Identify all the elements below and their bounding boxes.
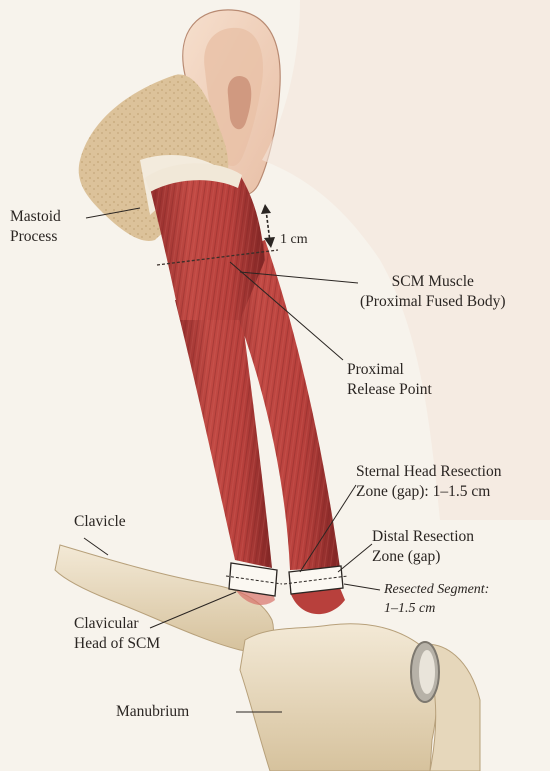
one-cm-arrow — [261, 204, 275, 248]
label-clavicular-head: Clavicular Head of SCM — [74, 614, 160, 654]
label-distal-resection: Distal Resection Zone (gap) — [372, 527, 474, 567]
label-scm-line1: SCM Muscle — [391, 273, 474, 290]
label-proximal-release: Proximal Release Point — [347, 360, 432, 400]
label-resected-line2: 1–1.5 cm — [384, 601, 436, 616]
label-sternal-line2: Zone (gap): 1–1.5 cm — [356, 483, 491, 500]
label-sternal-resection: Sternal Head Resection Zone (gap): 1–1.5… — [356, 462, 501, 502]
manubrium-bone — [239, 623, 481, 771]
label-manubrium: Manubrium — [116, 703, 190, 720]
label-clavicular-line1: Clavicular — [74, 615, 139, 632]
label-distal-line2: Zone (gap) — [372, 548, 441, 565]
label-clavicle: Clavicle — [74, 513, 126, 530]
leader-mastoid — [85, 207, 141, 219]
label-resected-line1: Resected Segment: — [384, 582, 490, 597]
leader-distal — [337, 543, 373, 573]
label-proximal-line1: Proximal — [347, 361, 404, 378]
label-clavicular-line2: Head of SCM — [74, 635, 161, 652]
label-proximal-line2: Release Point — [347, 381, 432, 398]
leader-resected — [343, 583, 381, 591]
label-one-cm: 1 cm — [280, 232, 308, 247]
label-resected-segment: Resected Segment: 1–1.5 cm — [384, 580, 489, 618]
leader-proximal — [229, 261, 344, 361]
label-distal-line1: Distal Resection — [372, 528, 475, 545]
scm-muscle — [145, 163, 345, 615]
label-mastoid: Mastoid Process — [10, 207, 61, 247]
label-mastoid-line1: Mastoid — [10, 208, 61, 225]
proximal-release-line — [156, 249, 279, 266]
label-mastoid-line2: Process — [10, 228, 58, 245]
label-sternal-line1: Sternal Head Resection — [356, 463, 502, 480]
leader-scm — [239, 271, 359, 284]
leader-sternal — [299, 484, 357, 573]
leader-clavicular — [149, 591, 237, 629]
label-scm: SCM Muscle (Proximal Fused Body) — [360, 272, 506, 312]
resection-band-sternal — [283, 565, 349, 595]
label-scm-line2: (Proximal Fused Body) — [360, 293, 506, 310]
leader-clavicle — [83, 537, 109, 556]
resection-band-clavicular — [225, 562, 283, 597]
leader-lines — [83, 207, 381, 713]
